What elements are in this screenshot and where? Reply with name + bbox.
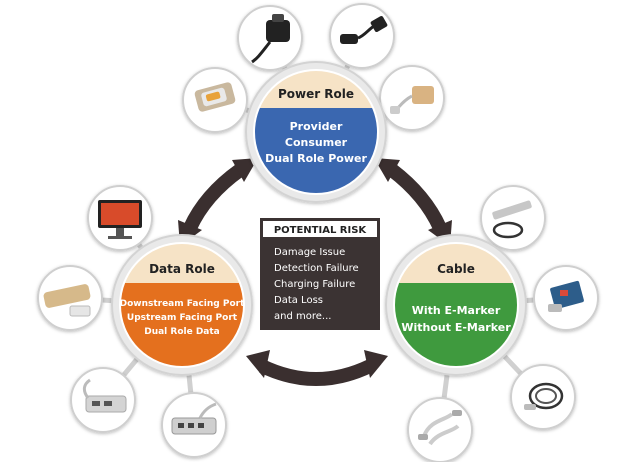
risk-item: Damage Issue — [274, 247, 345, 258]
risk-item: Charging Failure — [274, 279, 355, 290]
arrow-data-cable — [246, 350, 388, 386]
potential-risk-box: POTENTIAL RISK Damage Issue Detection Fa… — [260, 218, 380, 330]
risk-item: and more... — [274, 311, 331, 322]
circuit-board-icon — [533, 265, 599, 331]
cable-node: Cable With E-Marker Without E-Marker — [385, 234, 527, 376]
data-role-item: Downstream Facing Port — [120, 299, 245, 309]
risk-item: Detection Failure — [274, 263, 359, 274]
power-role-item: Provider — [290, 120, 343, 133]
monitor-icon — [87, 185, 153, 251]
data-role-node: Data Role Downstream Facing Port Upstrea… — [111, 234, 253, 376]
coiled-cable-icon — [510, 364, 576, 430]
docking-station-icon — [37, 265, 103, 331]
usb-c-to-usb-c-cable-icon — [407, 397, 473, 462]
power-role-node: Power Role Provider Consumer Dual Role P… — [245, 61, 387, 203]
cable-item: With E-Marker — [412, 304, 501, 317]
car-charger-icon — [237, 5, 303, 71]
device-icons — [37, 3, 599, 462]
laptop-cable-icon — [480, 185, 546, 251]
potential-risk-header: POTENTIAL RISK — [274, 225, 368, 236]
multi-port-hub-icon — [161, 392, 227, 458]
data-role-item: Upstream Facing Port — [127, 313, 238, 323]
power-role-item: Consumer — [285, 136, 348, 149]
arrow-power-cable — [374, 158, 452, 246]
power-role-title: Power Role — [278, 87, 354, 101]
cable-title: Cable — [437, 262, 475, 276]
arrow-power-data — [178, 158, 258, 246]
usb-c-hub-icon — [70, 367, 136, 433]
cycle-arrows — [178, 158, 452, 386]
usb-c-to-mini-displayport-adapter-icon — [379, 65, 445, 131]
phone-on-charging-pad-icon — [182, 67, 248, 133]
cable-item: Without E-Marker — [401, 321, 511, 334]
usb-c-to-usb-a-adapter-icon — [329, 3, 395, 69]
data-role-item: Dual Role Data — [144, 327, 220, 337]
risk-item: Data Loss — [274, 295, 323, 306]
data-role-title: Data Role — [149, 262, 215, 276]
power-role-item: Dual Role Power — [265, 152, 367, 165]
